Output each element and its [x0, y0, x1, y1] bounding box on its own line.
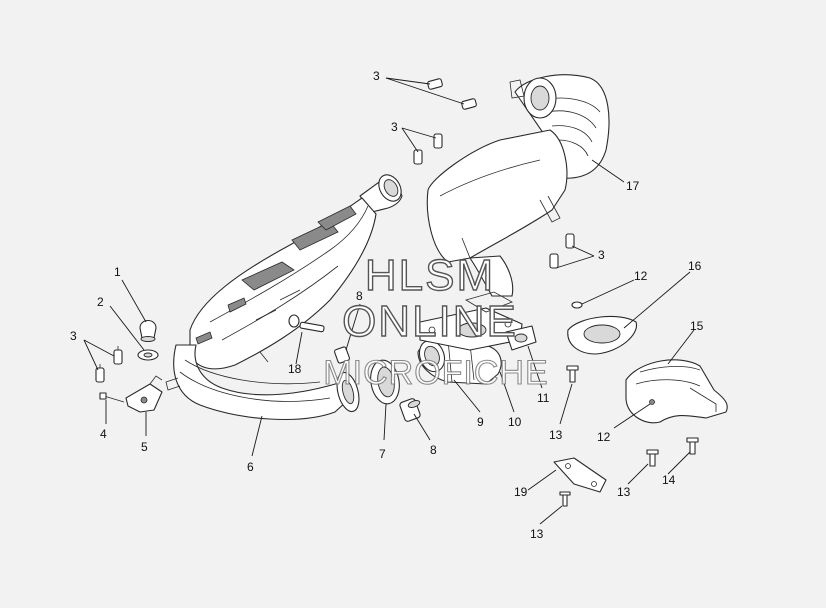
- watermark-line-1: HLSM: [365, 251, 495, 300]
- washer-part-2: [137, 349, 159, 361]
- callout-10: 10: [508, 415, 522, 429]
- callout-19: 19: [514, 485, 528, 499]
- seal-ring-part-7: [370, 359, 400, 405]
- callout-3-right: 3: [598, 248, 605, 262]
- callout-6: 6: [247, 460, 254, 474]
- watermark-line-3: MICROFICHE: [323, 354, 548, 392]
- bracket-plate-part-19: [553, 457, 607, 493]
- callout-12-upper: 12: [634, 269, 648, 283]
- callout-4: 4: [100, 427, 107, 441]
- callout-3-top-a: 3: [373, 69, 380, 83]
- grommet-part-12-upper: [571, 301, 583, 309]
- callout-12-lower: 12: [597, 430, 611, 444]
- callout-8-upper: 8: [356, 289, 363, 303]
- callout-14: 14: [662, 473, 676, 487]
- stud-part-18: [288, 314, 325, 333]
- callout-13-bottom: 13: [530, 527, 544, 541]
- watermark: HLSM ONLINE MICROFICHE: [323, 250, 548, 392]
- rubber-cap-part-1: [139, 319, 157, 342]
- bracket-part-5: [125, 375, 163, 413]
- callout-16: 16: [688, 259, 702, 273]
- spring-part-3-left: [95, 346, 123, 383]
- callout-15: 15: [690, 319, 704, 333]
- spring-part-8-upper: [333, 346, 351, 364]
- heat-shield-part-15: [625, 359, 728, 424]
- muffler-part-17: [426, 74, 610, 297]
- watermark-line-2: ONLINE: [342, 297, 518, 346]
- callout-11: 11: [537, 391, 550, 405]
- callout-13-right: 13: [617, 485, 631, 499]
- spring-part-3-top: [413, 78, 477, 165]
- callout-17: 17: [626, 179, 640, 193]
- callout-5: 5: [141, 440, 148, 454]
- callout-2: 2: [97, 295, 104, 309]
- gasket-part-10: [465, 291, 537, 351]
- callout-3-left: 3: [70, 329, 77, 343]
- callout-7: 7: [379, 447, 386, 461]
- leader-lines: [83, 77, 695, 525]
- bolt-part-4: [99, 392, 125, 403]
- callout-3-top-b: 3: [391, 120, 398, 134]
- callout-13-center: 13: [549, 428, 563, 442]
- bolt-part-13-right: [646, 449, 659, 467]
- spring-part-3-right: [549, 233, 575, 269]
- bolt-part-11: [566, 365, 579, 383]
- expansion-chamber-part-6: [165, 174, 403, 421]
- bolt-part-13-bottom: [559, 491, 571, 507]
- callout-9: 9: [477, 415, 484, 429]
- callout-18: 18: [288, 362, 302, 376]
- callout-8-lower: 8: [430, 443, 437, 457]
- spring-part-8-lower: [399, 398, 421, 422]
- manifold-part-9: [417, 307, 523, 385]
- callout-labels: 1 2 3 4 5 6 7 8 8 9 10 11 12 12 13 13 13…: [70, 69, 704, 541]
- flange-gasket-part-16: [567, 315, 637, 355]
- bolt-part-14: [686, 437, 699, 455]
- callout-1: 1: [114, 265, 121, 279]
